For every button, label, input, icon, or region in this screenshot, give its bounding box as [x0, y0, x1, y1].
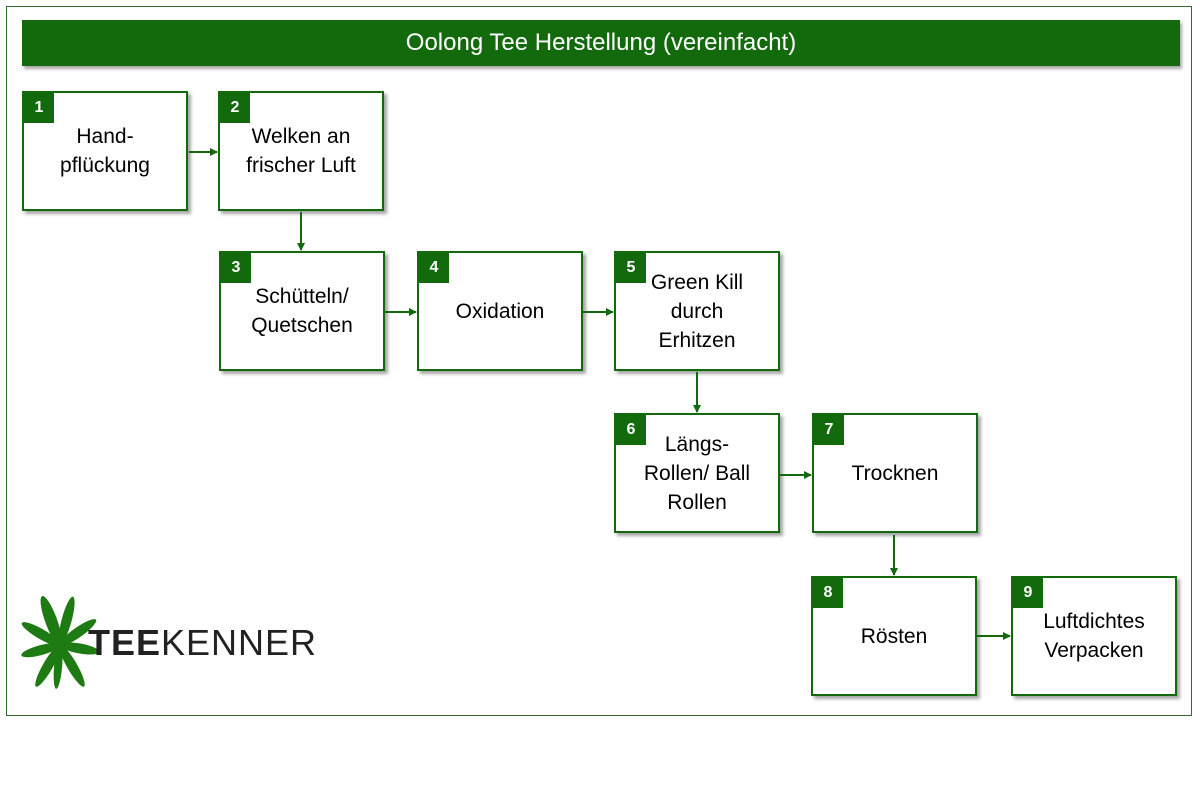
step-number: 7 — [814, 415, 844, 445]
step-label: Längs- Rollen/ Ball Rollen — [643, 432, 751, 514]
step-number: 3 — [221, 253, 251, 283]
step-label: Rösten — [860, 624, 928, 648]
step-2-welken: 2 Welken an frischer Luft — [218, 91, 384, 211]
step-8-rosten: 8 Rösten — [811, 576, 977, 696]
step-label: Trocknen — [851, 461, 939, 485]
step-label: Luftdichtes Verpacken — [1043, 610, 1145, 662]
step-label: Oxidation — [455, 299, 545, 323]
step-9-verpacken: 9 Luftdichtes Verpacken — [1011, 576, 1177, 696]
tea-leaf-logo-icon — [21, 596, 100, 689]
step-label: Schütteln/ Quetschen — [251, 285, 353, 337]
diagram-title: Oolong Tee Herstellung (vereinfacht) — [22, 20, 1180, 66]
step-label: Hand- pflückung — [60, 125, 150, 177]
logo-wordmark: TEEKENNER — [88, 622, 317, 664]
step-3-schutteln: 3 Schütteln/ Quetschen — [219, 251, 385, 371]
step-number: 4 — [419, 253, 449, 283]
step-number: 2 — [220, 93, 250, 123]
step-6-rollen: 6 Längs- Rollen/ Ball Rollen — [614, 413, 780, 533]
step-7-trocknen: 7 Trocknen — [812, 413, 978, 533]
step-number: 5 — [616, 253, 646, 283]
logo-light-part: KENNER — [161, 622, 318, 663]
step-label: Green Kill durch Erhitzen — [650, 270, 744, 352]
step-5-green-kill: 5 Green Kill durch Erhitzen — [614, 251, 780, 371]
step-number: 9 — [1013, 578, 1043, 608]
step-label: Welken an frischer Luft — [246, 125, 356, 177]
step-number: 6 — [616, 415, 646, 445]
step-1-handpfluckung: 1 Hand- pflückung — [22, 91, 188, 211]
diagram-frame — [6, 6, 1192, 716]
step-number: 8 — [813, 578, 843, 608]
logo-bold-part: TEE — [88, 622, 162, 663]
step-number: 1 — [24, 93, 54, 123]
step-4-oxidation: 4 Oxidation — [417, 251, 583, 371]
